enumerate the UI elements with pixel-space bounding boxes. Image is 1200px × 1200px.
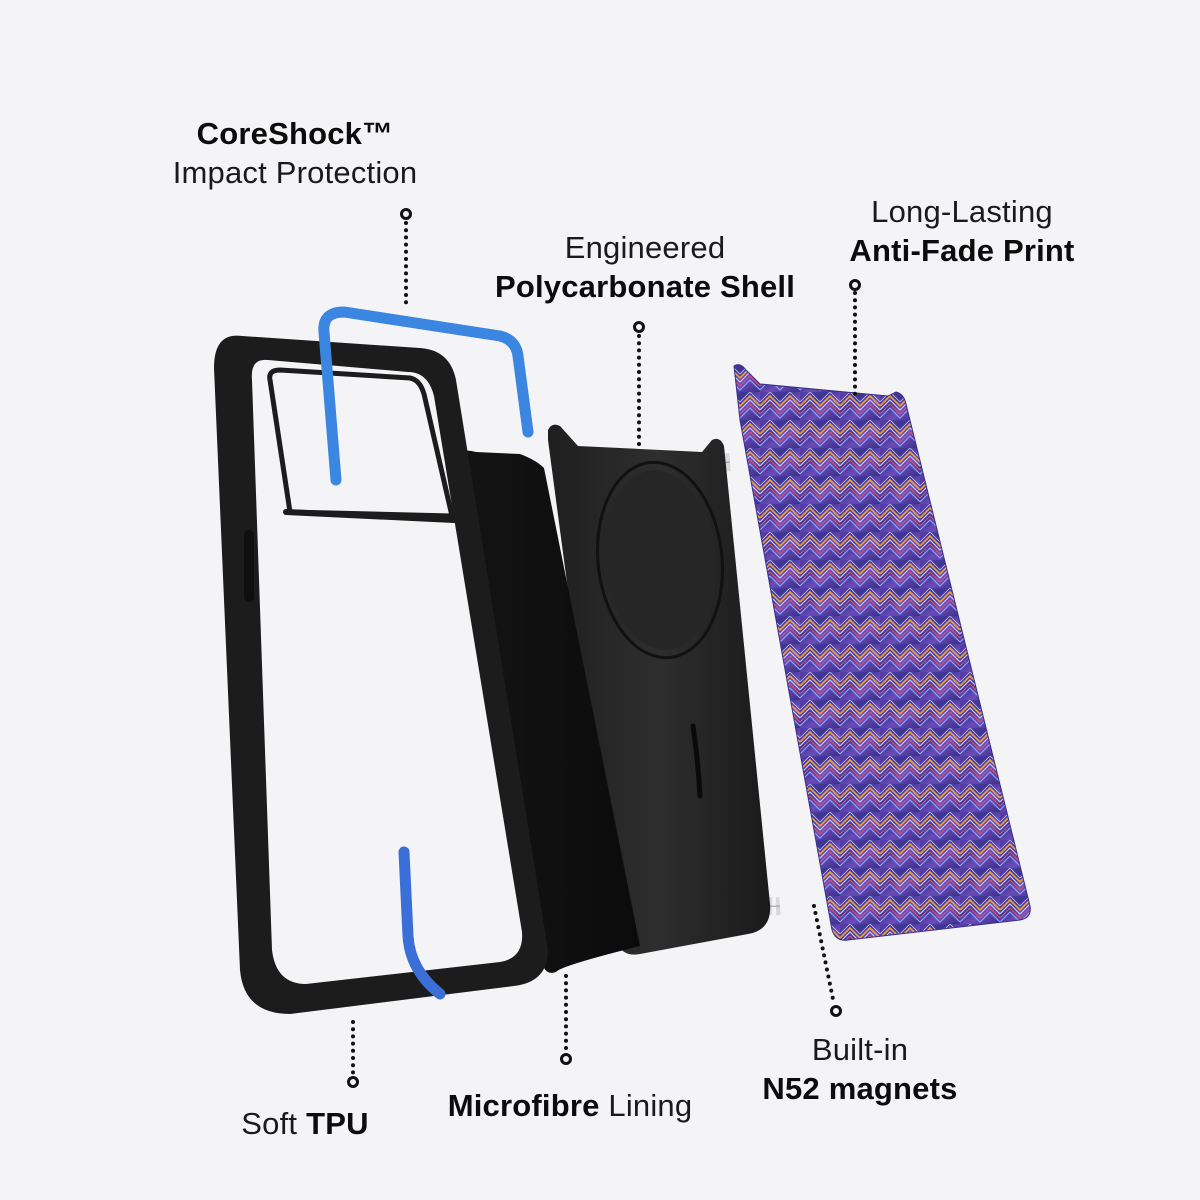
leader-lines <box>351 221 857 1076</box>
polycarbonate-title: Polycarbonate Shell <box>494 269 796 304</box>
callout-tpu: Soft TPU <box>220 1104 390 1143</box>
antifade-title: Anti-Fade Print <box>849 233 1075 268</box>
callout-polycarbonate: Engineered Polycarbonate Shell <box>470 228 820 306</box>
magnets-title: N52 magnets <box>762 1071 958 1106</box>
tpu-frame <box>214 335 548 1015</box>
print-panel <box>733 364 1031 941</box>
callout-coreshock: CoreShock™ Impact Protection <box>140 114 450 192</box>
polycarbonate-subtitle: Engineered <box>564 230 726 265</box>
microfibre-subtitle: Lining <box>608 1088 693 1123</box>
tpu-title: TPU <box>306 1106 369 1141</box>
callout-antifade: Long-Lasting Anti-Fade Print <box>826 192 1098 270</box>
microfibre-lining <box>456 450 640 973</box>
magnets-subtitle: Built-in <box>811 1032 909 1067</box>
tpu-subtitle: Soft <box>241 1106 298 1141</box>
coreshock-inserts <box>318 306 534 1000</box>
callout-magnets: Built-in N52 magnets <box>740 1030 980 1108</box>
microfibre-title: Microfibre <box>447 1088 600 1123</box>
coreshock-title: CoreShock™ <box>196 116 394 151</box>
antifade-subtitle: Long-Lasting <box>871 194 1053 229</box>
coreshock-subtitle: Impact Protection <box>172 155 418 190</box>
leader-dots <box>347 208 861 1088</box>
callout-microfibre: Microfibre Lining <box>420 1086 720 1125</box>
